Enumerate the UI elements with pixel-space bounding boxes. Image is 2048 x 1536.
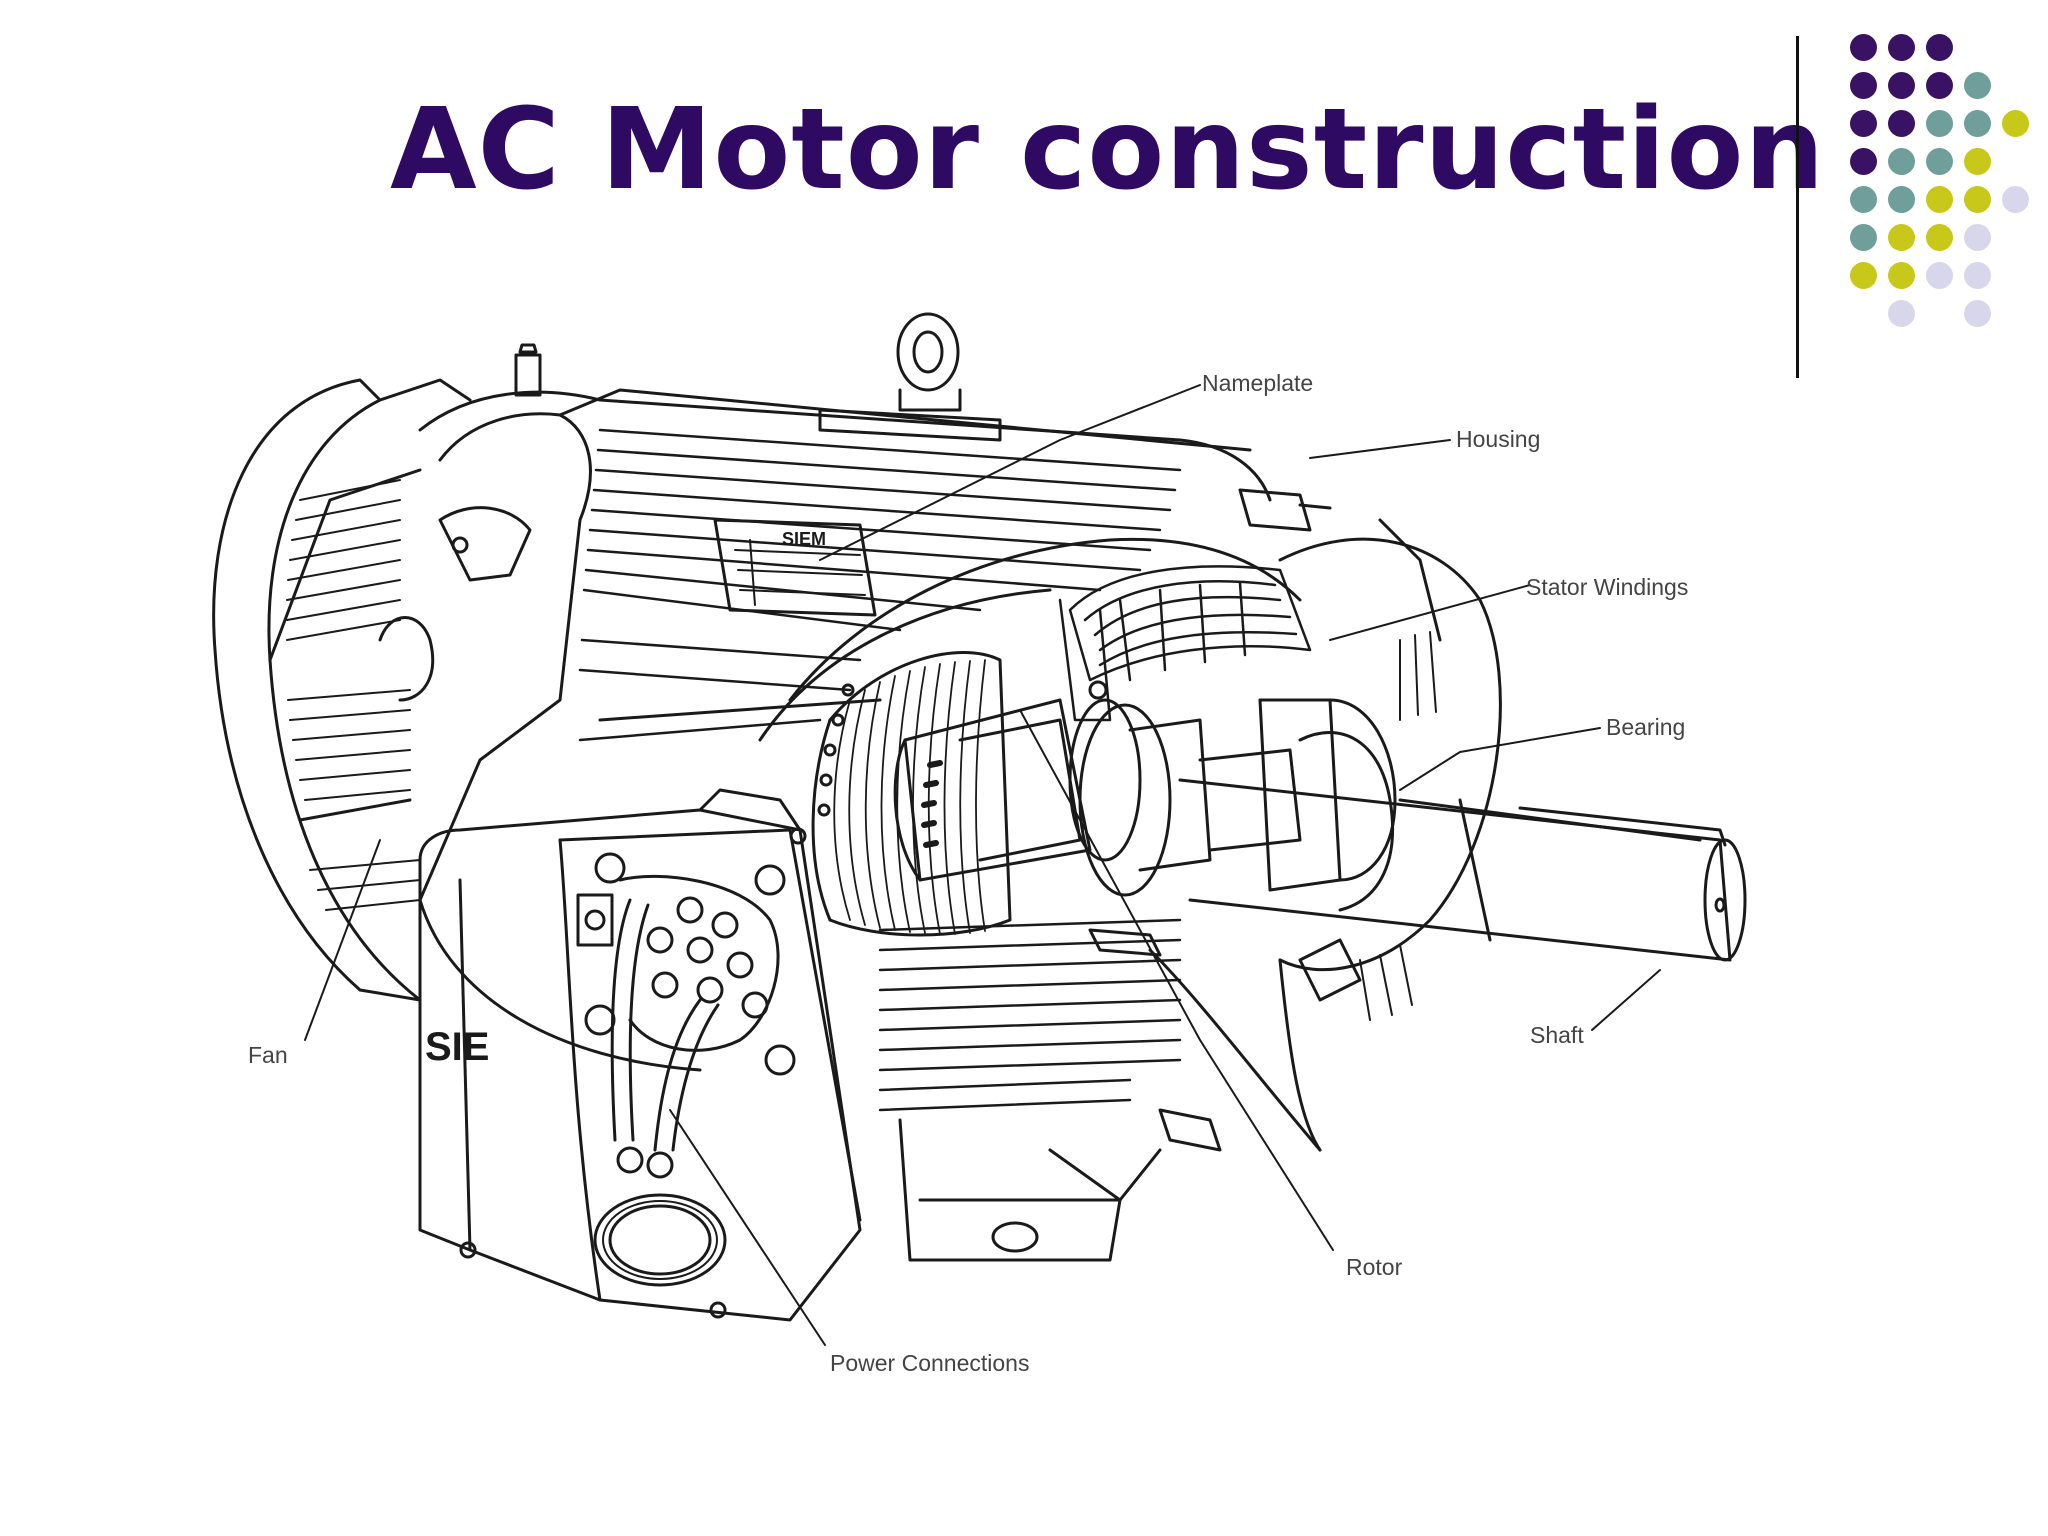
stator-windings: [1058, 565, 1312, 722]
label-shaft: Shaft: [1530, 1022, 1584, 1048]
nameplate-brand: SIEM: [782, 529, 826, 549]
title-divider: [1796, 36, 1799, 378]
leader-lines: [304, 384, 1661, 1346]
terminal-box-brand: SIE: [425, 1025, 489, 1069]
label-rotor: Rotor: [1346, 1254, 1403, 1280]
label-fan: Fan: [248, 1042, 288, 1068]
label-power-connections: Power Connections: [830, 1350, 1030, 1376]
rotor: [893, 680, 1302, 897]
motor-housing-body: [418, 312, 1302, 1262]
label-housing: Housing: [1456, 426, 1541, 452]
drive-end-bracket: [1088, 488, 1502, 1152]
label-stator-windings: Stator Windings: [1526, 574, 1689, 600]
nameplate: SIEM: [713, 518, 877, 617]
label-nameplate: Nameplate: [1202, 370, 1314, 396]
terminal-box: SIE: [418, 788, 862, 1322]
label-bearing: Bearing: [1606, 714, 1686, 740]
shaft: [1178, 778, 1747, 962]
slide-title: AC Motor construction: [390, 85, 1826, 215]
fan-cover: [212, 378, 472, 1002]
